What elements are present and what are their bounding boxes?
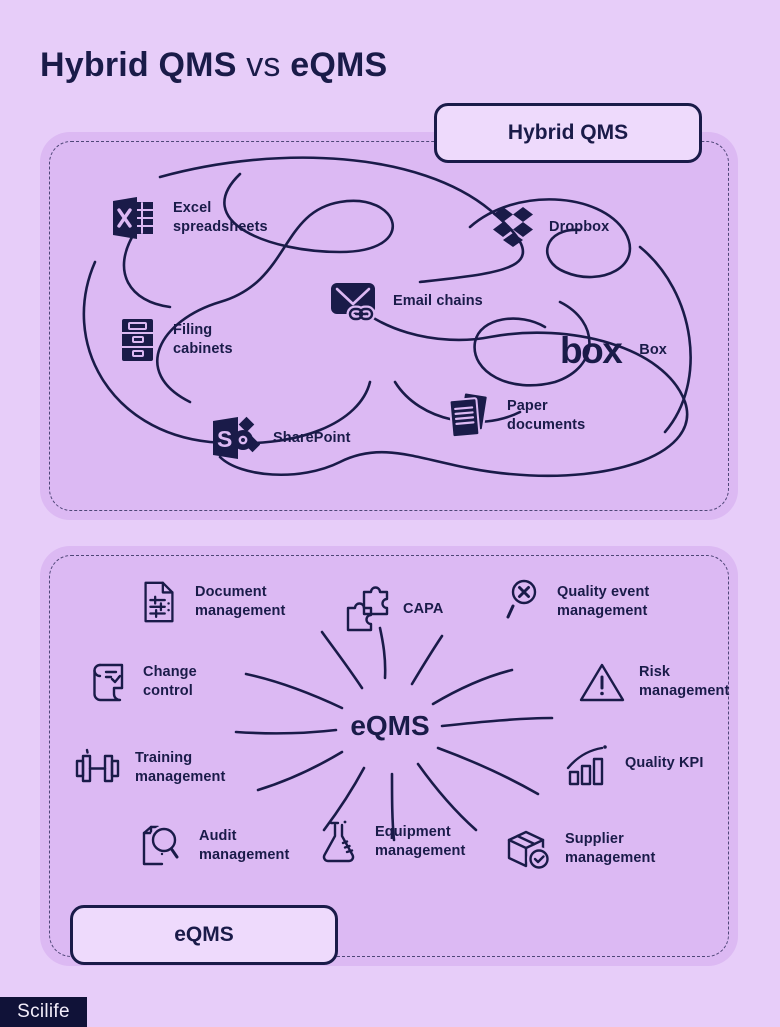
- hybrid-item-sharepoint: S SharePoint: [210, 414, 351, 462]
- paper-documents-icon: [448, 391, 489, 439]
- radiating-lines: [234, 626, 554, 842]
- hybrid-qms-panel: Excel spreadsheets Dropbox: [40, 132, 738, 520]
- eqms-item-quality-kpi: Quality KPI: [564, 740, 703, 786]
- item-label: Document management: [195, 584, 286, 619]
- hybrid-item-excel: Excel spreadsheets: [110, 194, 283, 242]
- hybrid-qms-label-box: Hybrid QMS: [434, 103, 702, 163]
- eqms-item-audit-management: Audit management: [136, 822, 304, 870]
- quality-event-icon: [506, 579, 537, 619]
- title-vs: vs: [236, 46, 291, 84]
- hybrid-item-box: box Box: [560, 332, 667, 369]
- document-management-icon: [144, 581, 174, 623]
- eqms-item-supplier-management: Supplier management: [502, 826, 665, 872]
- training-management-icon: [75, 748, 120, 783]
- eqms-item-document-management: Document management: [136, 578, 305, 626]
- dropbox-icon: [493, 207, 533, 247]
- quality-kpi-icon: [566, 745, 607, 786]
- eqms-panel: eQMS Document management: [40, 546, 738, 966]
- eqms-label: eQMS: [174, 923, 234, 946]
- eqms-center-label: eQMS: [350, 710, 430, 741]
- svg-text:S: S: [217, 426, 232, 452]
- item-label: Risk management: [639, 664, 730, 699]
- item-label: CAPA: [403, 600, 444, 617]
- eqms-label-box: eQMS: [70, 905, 338, 965]
- item-label: Equipment management: [375, 824, 466, 859]
- change-control-icon: [93, 663, 124, 702]
- sharepoint-icon: S: [213, 416, 260, 459]
- equipment-management-icon: [322, 820, 355, 863]
- item-label: Training management: [135, 750, 226, 785]
- eqms-item-change-control: Change control: [84, 658, 213, 706]
- page-title: Hybrid QMS vs eQMS: [40, 46, 387, 85]
- title-eqms: eQMS: [290, 46, 388, 84]
- item-label: Paper documents: [507, 398, 586, 433]
- hybrid-item-email-chains: Email chains: [328, 278, 483, 324]
- supplier-management-icon: [507, 830, 551, 871]
- excel-icon: [113, 197, 154, 239]
- item-label: Audit management: [199, 828, 290, 863]
- title-hybrid: Hybrid QMS: [40, 46, 237, 84]
- item-label: Excel spreadsheets: [173, 200, 268, 235]
- scilife-logo: Scilife: [0, 997, 87, 1027]
- item-label: Email chains: [393, 292, 483, 309]
- item-label: SharePoint: [273, 429, 351, 446]
- eqms-item-capa: CAPA: [342, 586, 443, 632]
- item-label: Filing cabinets: [173, 322, 233, 357]
- capa-icon: [346, 586, 389, 632]
- item-label: Change control: [143, 664, 197, 699]
- item-label: Box: [639, 342, 667, 359]
- filing-cabinet-icon: [121, 319, 154, 361]
- risk-management-icon: [579, 663, 625, 702]
- hybrid-item-dropbox: Dropbox: [490, 204, 609, 250]
- hybrid-qms-label: Hybrid QMS: [507, 121, 629, 144]
- email-chains-icon: [331, 283, 376, 323]
- tangled-lines: [82, 156, 692, 478]
- item-label: Dropbox: [549, 218, 610, 235]
- hybrid-item-filing-cabinets: Filing cabinets: [116, 316, 243, 364]
- item-label: Quality KPI: [625, 754, 704, 771]
- item-label: Quality event management: [557, 584, 650, 619]
- audit-management-icon: [142, 825, 179, 866]
- eqms-item-training-management: Training management: [74, 746, 240, 790]
- hybrid-item-paper-documents: Paper documents: [444, 390, 597, 442]
- eqms-item-risk-management: Risk management: [578, 660, 744, 704]
- eqms-item-equipment-management: Equipment management: [316, 818, 485, 866]
- box-logo: box: [560, 330, 623, 371]
- item-label: Supplier management: [565, 831, 656, 866]
- eqms-item-quality-event: Quality event management: [500, 578, 677, 626]
